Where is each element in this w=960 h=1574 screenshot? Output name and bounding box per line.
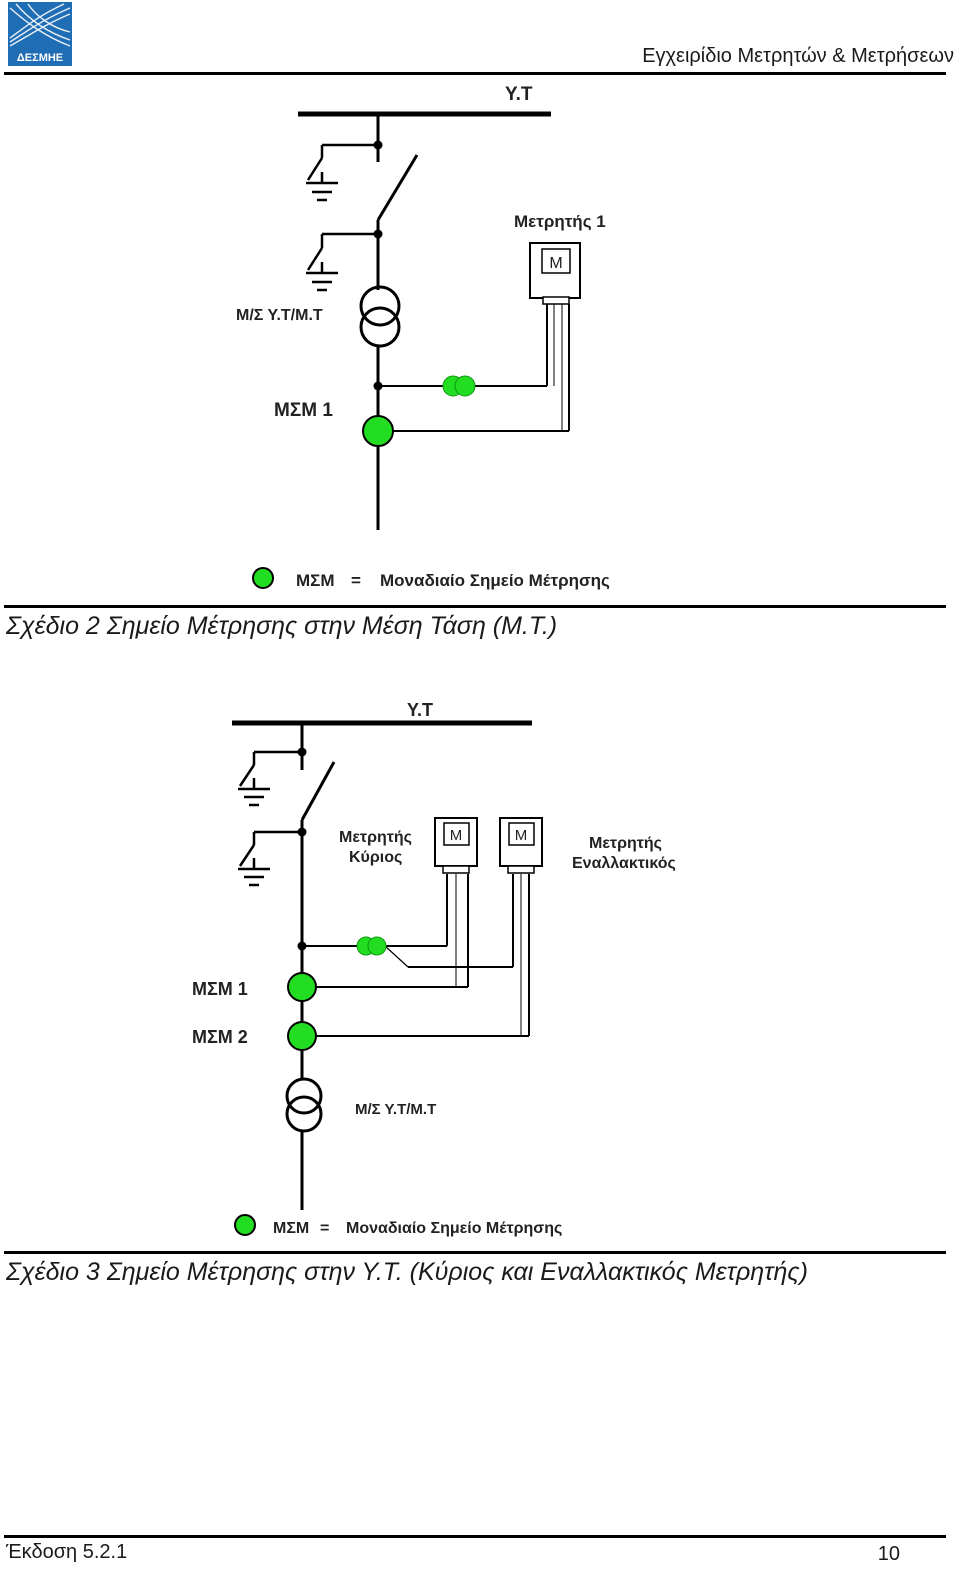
header-rule: [4, 72, 946, 75]
meter-icon: M: [434, 817, 478, 874]
legend-eq: =: [351, 571, 361, 590]
legend-key: ΜΣΜ: [296, 571, 335, 590]
transformer-icon: [359, 285, 401, 348]
transformer-label: Μ/Σ Υ.Τ/Μ.Τ: [236, 307, 323, 324]
legend-msm-icon: [234, 1214, 256, 1236]
legend-text: Μοναδιαίο Σημείο Μέτρησης: [346, 1220, 562, 1237]
bus-label: Υ.Τ: [407, 700, 433, 720]
footer-rule: [4, 1535, 946, 1538]
disconnect-switch: [300, 761, 336, 821]
figure-caption: Σχέδιο 3 Σημείο Μέτρησης στην Υ.Τ. (Κύρι…: [6, 1258, 808, 1286]
ground-icon: [306, 232, 378, 292]
diagram-high-voltage: Υ.Τ ΜΣΜ 1 ΜΣΜ 2: [192, 700, 676, 1237]
bus-label: Υ.Τ: [505, 84, 533, 105]
diagram-medium-voltage: Υ.Τ Μ/Σ Υ.Τ/Μ.Τ: [236, 84, 610, 590]
transformer-icon: [285, 1077, 323, 1133]
page-number: 10: [877, 1543, 900, 1565]
msm-point: [287, 1021, 317, 1051]
main-meter-label-2: Κύριος: [349, 849, 402, 866]
caption-rule: [4, 605, 946, 608]
version-label: Έκδοση 5.2.1: [6, 1541, 128, 1563]
current-transformer-icon: [442, 375, 476, 397]
meter-label: Μετρητής 1: [514, 212, 606, 231]
meter-icon: M: [499, 817, 543, 874]
disconnect-switch: [376, 154, 419, 221]
msm-point: [287, 972, 317, 1002]
legend-key: ΜΣΜ: [273, 1220, 309, 1237]
alt-meter-label-2: Εναλλακτικός: [572, 855, 676, 872]
ground-icon: [238, 750, 302, 807]
svg-text:M: M: [515, 827, 528, 844]
msm1-label: ΜΣΜ 1: [274, 400, 333, 421]
current-transformer-icon: [356, 936, 387, 956]
header-title: Εγχειρίδιο Μετρητών & Μετρήσεων: [642, 45, 954, 67]
svg-text:M: M: [450, 827, 463, 844]
alt-meter-label: Μετρητής: [589, 835, 662, 852]
legend-text: Μοναδιαίο Σημείο Μέτρησης: [380, 571, 610, 590]
legend-msm-icon: [252, 567, 274, 589]
transformer-label: Μ/Σ Υ.Τ/Μ.Τ: [355, 1101, 436, 1118]
main-meter-label: Μετρητής: [339, 829, 412, 846]
msm-point: [362, 415, 394, 447]
msm2-label: ΜΣΜ 2: [192, 1027, 248, 1047]
msm1-label: ΜΣΜ 1: [192, 979, 248, 999]
meter-icon: M: [529, 242, 581, 305]
caption-rule: [4, 1251, 946, 1254]
legend-eq: =: [320, 1220, 329, 1237]
svg-text:M: M: [549, 255, 562, 272]
desmie-logo: ΔΕΣΜΗΕ: [8, 2, 72, 66]
figure-caption: Σχέδιο 2 Σημείο Μέτρησης στην Μέση Τάση …: [6, 612, 558, 640]
ground-icon: [306, 143, 378, 202]
logo-text: ΔΕΣΜΗΕ: [17, 52, 63, 64]
ground-icon: [238, 830, 302, 887]
